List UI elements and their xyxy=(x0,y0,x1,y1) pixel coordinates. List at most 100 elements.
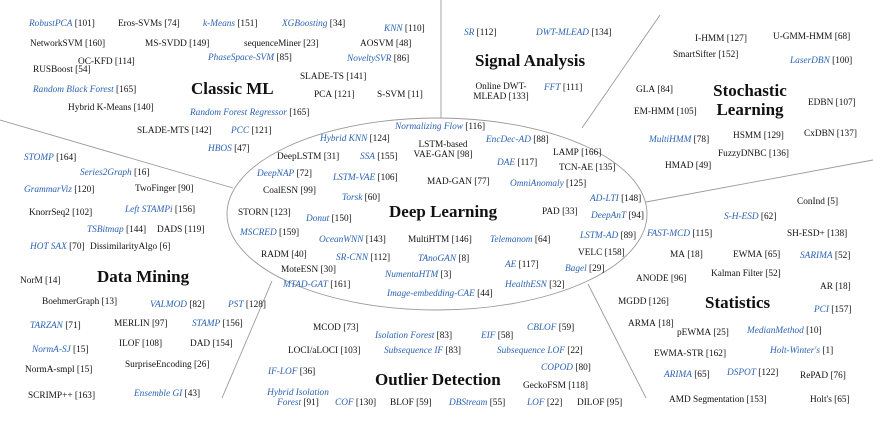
method-item: ANODE [96] xyxy=(636,274,687,284)
method-item: HOT SAX [70] xyxy=(30,242,85,252)
title-deep-learning: Deep Learning xyxy=(389,202,498,221)
method-item: MGDD [126] xyxy=(618,297,669,307)
method-item: OmniAnomaly [125] xyxy=(510,179,587,189)
method-item: MS-SVDD [149] xyxy=(145,39,210,49)
divider-line xyxy=(645,159,873,203)
method-item: k-Means [151] xyxy=(203,19,258,29)
method-item: VALMOD [82] xyxy=(150,300,205,310)
method-item: DeepLSTM [31] xyxy=(277,152,340,162)
method-item: LAMP [166] xyxy=(553,148,602,158)
method-item: AOSVM [48] xyxy=(360,39,412,49)
method-item: Telemanom [64] xyxy=(490,235,551,245)
method-item: DAD [154] xyxy=(190,339,233,349)
method-item: HBOS [47] xyxy=(208,144,250,154)
method-item: S-H-ESD [62] xyxy=(724,212,777,222)
method-item: NorM [14] xyxy=(20,276,61,286)
method-item: KNN [110] xyxy=(384,24,425,34)
method-item: DSPOT [122] xyxy=(727,368,779,378)
method-item: NumentaHTM [3] xyxy=(385,270,452,280)
deep-learning-ellipse xyxy=(226,117,648,311)
method-item: STAMP [156] xyxy=(192,319,243,329)
method-item: PAD [33] xyxy=(542,207,578,217)
title-signal-analysis: Signal Analysis xyxy=(475,51,586,70)
method-item: LOCI/aLOCI [103] xyxy=(288,346,361,356)
method-item: SCRIMP++ [163] xyxy=(28,391,96,401)
method-item: DBStream [55] xyxy=(449,398,506,408)
method-item: RePAD [76] xyxy=(800,371,846,381)
method-item: TwoFinger [90] xyxy=(135,184,194,194)
method-item: Ensemble GI [43] xyxy=(134,389,201,399)
divider-line xyxy=(587,283,647,399)
method-item: Donut [150] xyxy=(306,214,352,224)
method-item: NetworkSVM [160] xyxy=(30,39,106,49)
title-statistics: Statistics xyxy=(705,293,771,312)
method-item: Holt-Winter's [1] xyxy=(770,346,834,356)
method-item: PST [128] xyxy=(228,300,266,310)
method-item: SR-CNN [112] xyxy=(336,253,391,263)
method-item: KnorrSeq2 [102] xyxy=(29,208,93,218)
method-item: GrammarViz [120] xyxy=(24,185,95,195)
method-item: Kalman Filter [52] xyxy=(711,269,781,279)
method-item: SLADE-TS [141] xyxy=(300,72,367,82)
divider-line xyxy=(0,119,234,189)
method-item: BoehmerGraph [13] xyxy=(42,297,118,307)
divider-line xyxy=(581,14,661,129)
method-item: DeepAnT [94] xyxy=(591,211,644,221)
method-item: Bagel [29] xyxy=(565,264,605,274)
method-item: LOF [22] xyxy=(527,398,563,408)
method-item: NormA-smpl [15] xyxy=(25,365,93,375)
method-item: Online DWT- MLEAD [133] xyxy=(473,82,529,102)
method-item: OC-KFD [114] xyxy=(78,57,135,67)
method-item: GeckoFSM [118] xyxy=(523,381,588,391)
method-item: TARZAN [71] xyxy=(30,321,81,331)
title-stochastic-learning: Stochastic Learning xyxy=(713,81,787,120)
title-data-mining: Data Mining xyxy=(97,267,190,286)
method-item: MCOD [73] xyxy=(313,323,359,333)
method-item: HMAD [49] xyxy=(665,161,712,171)
method-item: DWT-MLEAD [134] xyxy=(536,28,612,38)
method-item: MTAD-GAT [161] xyxy=(283,280,351,290)
method-item: DAE [117] xyxy=(497,158,538,168)
method-item: MA [18] xyxy=(670,250,703,260)
method-item: SSA [155] xyxy=(360,152,398,162)
method-item: PCI [157] xyxy=(814,305,852,315)
method-item: ILOF [108] xyxy=(119,339,163,349)
method-item: AE [117] xyxy=(505,260,539,270)
method-item: pEWMA [25] xyxy=(677,328,729,338)
method-item: PCC [121] xyxy=(231,126,272,136)
method-item: NoveltySVR [86] xyxy=(347,54,410,64)
method-item: FFT [111] xyxy=(544,83,583,93)
method-item: GLA [84] xyxy=(636,85,673,95)
method-item: IF-LOF [36] xyxy=(268,367,316,377)
method-item: U-GMM-HMM [68] xyxy=(773,32,851,42)
method-item: I-HMM [127] xyxy=(695,34,747,44)
method-item: MoteESN [30] xyxy=(281,265,337,275)
method-item: Series2Graph [16] xyxy=(80,168,150,178)
title-classic-ml: Classic ML xyxy=(191,79,274,98)
method-item: PCA [121] xyxy=(314,90,355,100)
method-item: SH-ESD+ [138] xyxy=(787,229,848,239)
method-item: LaserDBN [100] xyxy=(790,56,853,66)
method-item: Left STAMPi [156] xyxy=(125,205,196,215)
method-item: FAST-MCD [115] xyxy=(647,229,713,239)
method-item: BLOF [59] xyxy=(390,398,432,408)
method-item: PhaseSpace-SVM [85] xyxy=(208,53,292,63)
method-item: CxDBN [137] xyxy=(804,129,857,139)
method-item: LSTM-based VAE-GAN [98] xyxy=(413,140,473,160)
method-item: TAnoGAN [8] xyxy=(418,254,470,264)
title-outlier-detection: Outlier Detection xyxy=(375,370,501,389)
method-item: ARMA [18] xyxy=(628,319,674,329)
method-item: Subsequence LOF [22] xyxy=(497,346,583,356)
method-item: Holt's [65] xyxy=(810,395,850,405)
method-item: DILOF [95] xyxy=(577,398,623,408)
method-item: CBLOF [59] xyxy=(527,323,575,333)
method-item: Normalizing Flow [116] xyxy=(395,122,486,132)
method-item: Subsequence IF [83] xyxy=(384,346,461,356)
method-item: AR [18] xyxy=(820,282,851,292)
method-item: DeepNAP [72] xyxy=(257,169,313,179)
method-item: EncDec-AD [88] xyxy=(486,135,549,145)
method-item: DADS [119] xyxy=(157,225,205,235)
method-item: DissimilarityAlgo [6] xyxy=(90,242,171,252)
method-item: MultiHTM [146] xyxy=(408,235,472,245)
method-item: EM-HMM [105] xyxy=(634,107,697,117)
